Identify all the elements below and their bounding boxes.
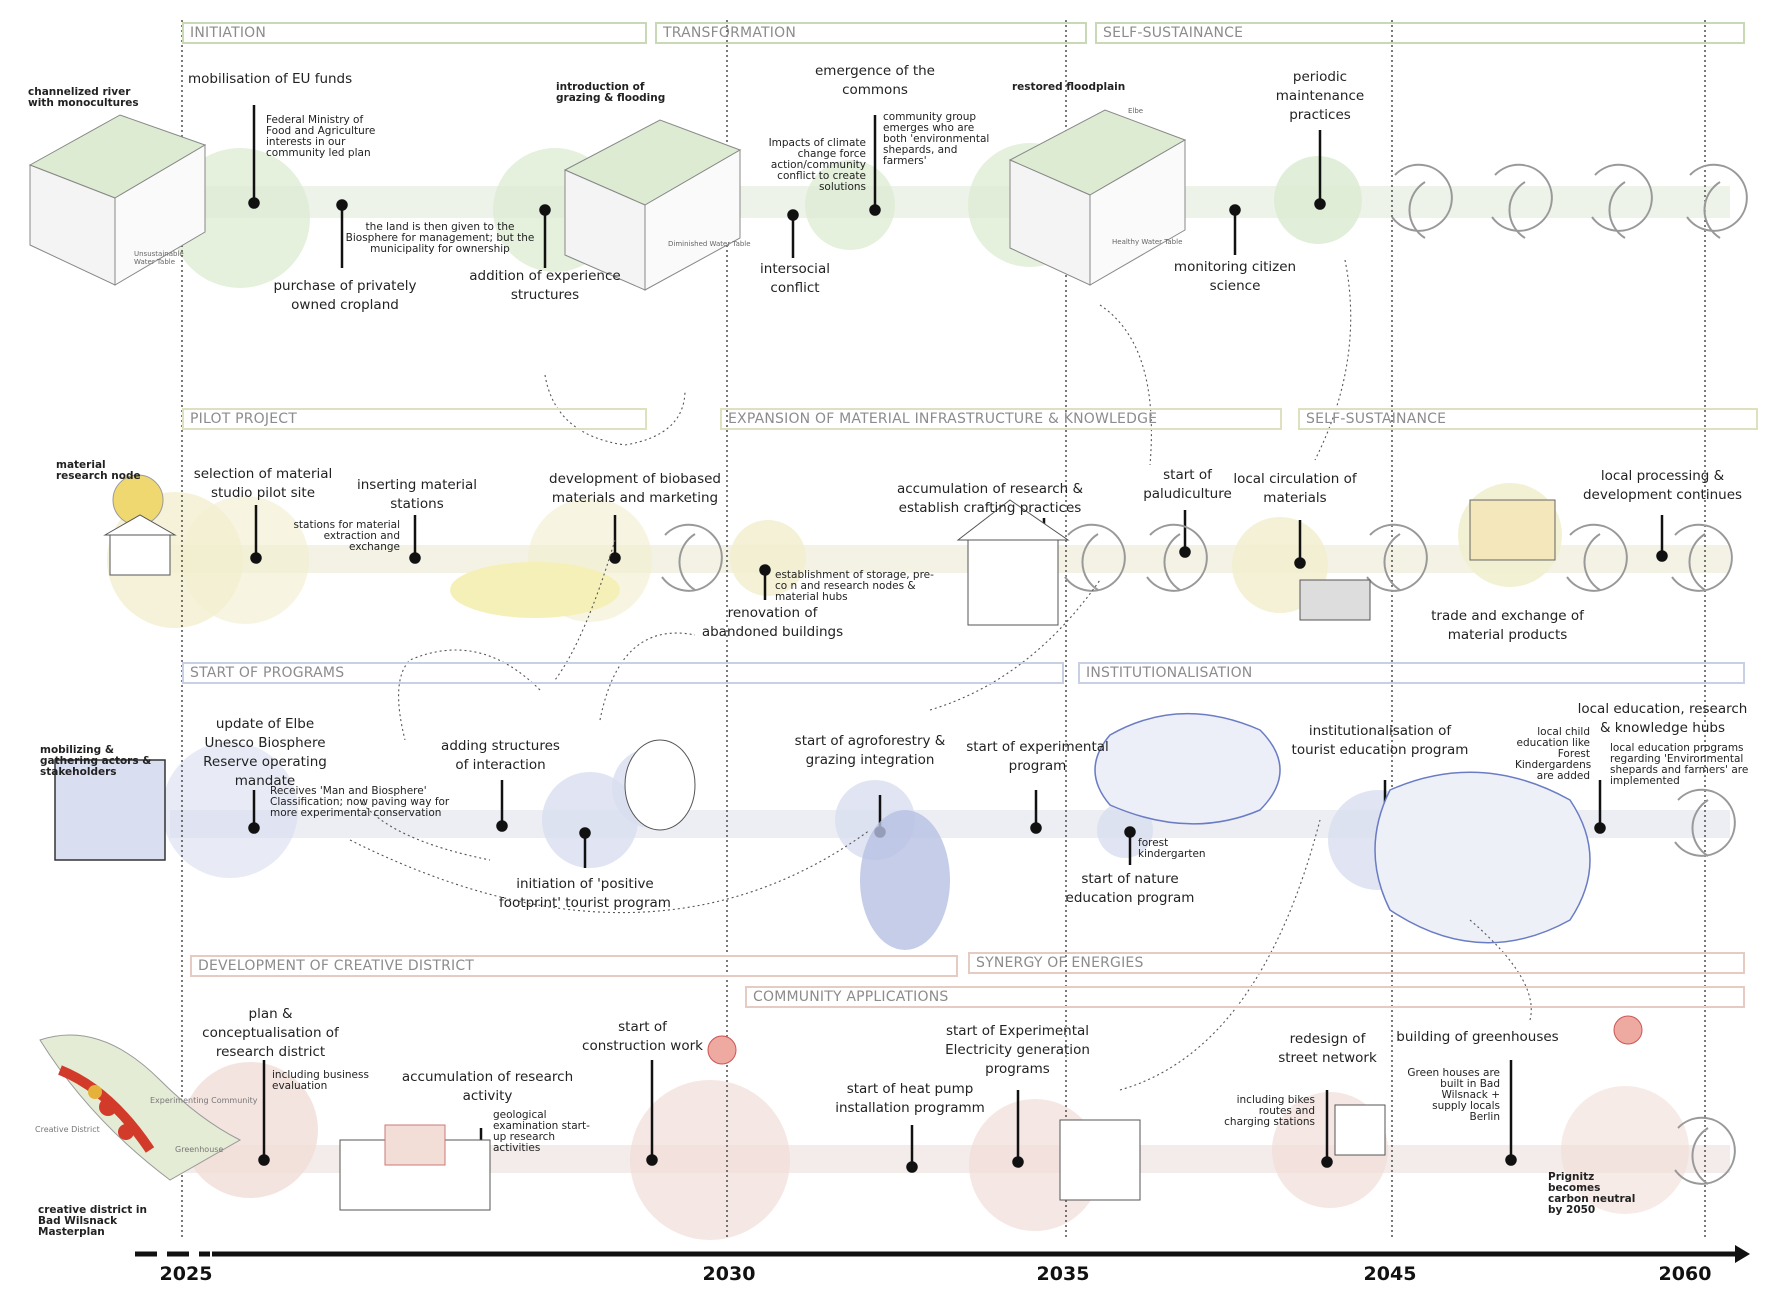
note-business: including business evaluation [272, 1069, 369, 1092]
note-federal: Federal Ministry of Food and Agriculture… [266, 114, 376, 159]
phase-expansion: EXPANSION OF MATERIAL INFRASTRUCTURE & K… [720, 408, 1282, 430]
note-education-programs: local education programs regarding 'Envi… [1610, 742, 1749, 787]
year-2045: 2045 [1363, 1263, 1417, 1285]
event-accumulation: accumulation of research & establish cra… [896, 481, 1084, 516]
phase-self-sustainance-1: SELF-SUSTAINANCE [1095, 22, 1745, 44]
note-forest-kindergarten: forest kindergarten [1138, 837, 1206, 860]
phase-institutionalisation: INSTITUTIONALISATION [1078, 662, 1745, 684]
note-geological: geological examination start-up research… [493, 1109, 590, 1154]
row4-intro: creative district in Bad Wilsnack Master… [38, 1204, 147, 1238]
phase-transformation: TRANSFORMATION [655, 22, 1087, 44]
event-nature-education: start of nature education program [1065, 871, 1195, 906]
event-commons: emergence of the commons [815, 63, 935, 98]
water-table-a: Unsustainable Water Table [134, 250, 184, 266]
event-heat-pump: start of heat pump installation programm [835, 1081, 985, 1116]
phase-pilot-project: PILOT PROJECT [182, 408, 647, 430]
event-agroforestry: start of agroforestry & grazing integrat… [794, 733, 946, 768]
event-experimental: start of experimental program [966, 739, 1109, 774]
event-selection: selection of material studio pilot site [193, 466, 333, 501]
event-biobased: development of biobased materials and ma… [549, 471, 721, 506]
water-table-c: Healthy Water Table [1112, 238, 1183, 246]
year-2035: 2035 [1036, 1263, 1090, 1285]
event-monitoring: monitoring citizen science [1173, 259, 1297, 294]
event-elbe-mandate: update of Elbe Unesco Biosphere Reserve … [203, 716, 327, 789]
event-trade: trade and exchange of material products [1431, 608, 1584, 643]
event-electricity: start of Experimental Electricity genera… [945, 1023, 1090, 1077]
event-processing: local processing & development continues [1582, 468, 1743, 503]
phase-initiation: INITIATION [182, 22, 647, 44]
row3-intro: mobilizing & gathering actors & stakehol… [40, 744, 152, 778]
landscape-sketches [28, 109, 1187, 291]
map-label-creative: Creative District [35, 1125, 100, 1134]
event-circulation: local circulation of materials [1233, 471, 1357, 506]
event-construction: start of construction work [582, 1019, 703, 1054]
row1-intro: channelized river with monocultures [28, 86, 139, 109]
event-accumulation-research: accumulation of research activity [401, 1069, 574, 1104]
map-label-greenhouse: Greenhouse [175, 1145, 224, 1154]
event-greenhouses: building of greenhouses [1396, 1029, 1559, 1045]
phase-synergy-of-energies: SYNERGY OF ENERGIES [968, 952, 1745, 974]
note-stations: stations for material extraction and exc… [293, 519, 400, 553]
event-periodic: periodic maintenance practices [1275, 69, 1365, 123]
year-2030: 2030 [702, 1263, 756, 1285]
event-tourist-institutionalisation: institutionalisation of tourist educatio… [1291, 723, 1469, 758]
event-conflict: intersocial conflict [760, 261, 830, 296]
water-table-b: Diminished Water Table [668, 240, 751, 248]
event-paludiculture: start of paludiculture [1143, 467, 1232, 502]
connection-arrows [349, 259, 1532, 1091]
event-footprint: initiation of 'positive footprint' touri… [499, 876, 671, 911]
event-inserting: inserting material stations [356, 477, 477, 512]
illustration-sketches [39, 474, 1643, 1211]
phase-self-sustainance-2: SELF-SUSTAINANCE [1298, 408, 1758, 430]
elbe-label: Elbe [1128, 107, 1144, 115]
event-plan: plan & conceptualisation of research dis… [202, 1006, 339, 1060]
event-addition: addition of experience structures [469, 268, 621, 303]
phase-creative-district: DEVELOPMENT OF CREATIVE DISTRICT [190, 955, 958, 977]
year-2060: 2060 [1658, 1263, 1712, 1285]
event-purchase: purchase of privately owned cropland [273, 278, 417, 313]
phase-start-of-programs: START OF PROGRAMS [182, 662, 1064, 684]
event-renovation: renovation of abandoned buildings [701, 605, 844, 640]
cycle-icons [661, 163, 1748, 1185]
event-eu-funds: mobilisation of EU funds [188, 71, 353, 87]
note-greenhouses: Green houses are built in Bad Wilsnack +… [1407, 1067, 1500, 1123]
event-knowledge-hubs: local education, research & knowledge hu… [1577, 701, 1748, 736]
timeline-axis [135, 1245, 1750, 1263]
map-label-community: Experimenting Community [150, 1096, 258, 1105]
note-storage: establishment of storage, pre-co n and r… [775, 569, 934, 603]
note-mab: Receives 'Man and Biosphere' Classificat… [270, 785, 450, 819]
note-climate: Impacts of climate change force action/c… [768, 137, 866, 193]
note-carbon-neutral: Prignitz becomes carbon neutral by 2050 [1548, 1171, 1636, 1216]
year-2025: 2025 [159, 1263, 213, 1285]
note-biosphere: the land is then given to the Biosphere … [345, 221, 535, 255]
event-interaction: adding structures of interaction [441, 738, 560, 773]
event-street-network: redesign of street network [1278, 1031, 1377, 1066]
note-bikes: including bikes routes and charging stat… [1224, 1094, 1315, 1128]
note-community: community group emerges who are both 'en… [883, 111, 990, 167]
floodplain-note: restored floodplain [1012, 81, 1126, 93]
row2-intro: material research node [56, 459, 141, 482]
note-child-education: local child education like Forest Kinder… [1515, 726, 1592, 782]
grazing-note: introduction of grazing & flooding [556, 81, 666, 104]
phase-community-applications: COMMUNITY APPLICATIONS [745, 986, 1745, 1008]
